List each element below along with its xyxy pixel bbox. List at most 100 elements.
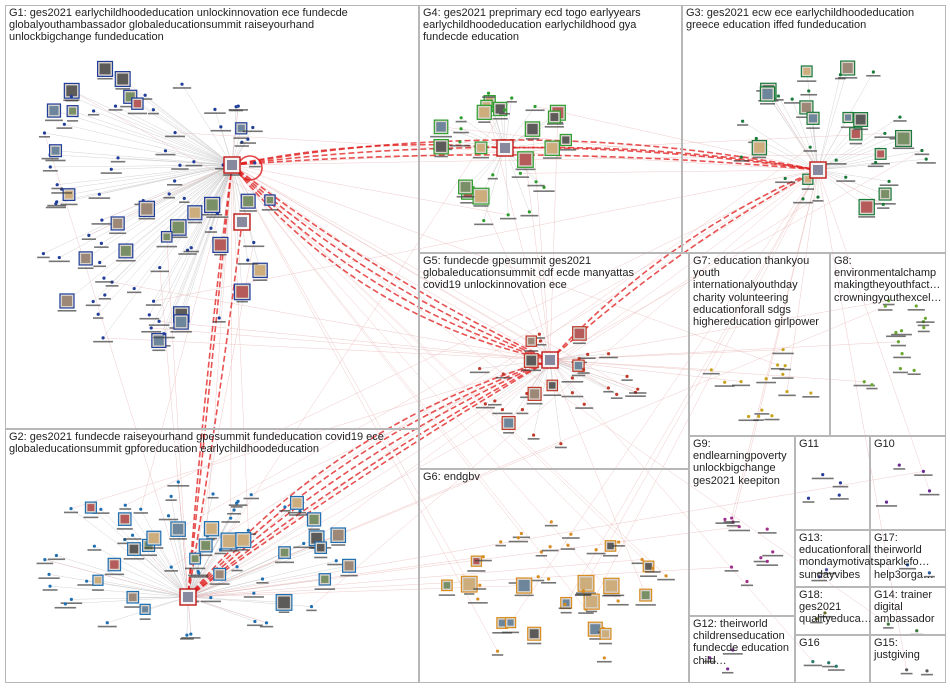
node-label-mark bbox=[525, 138, 540, 140]
node-label-mark bbox=[340, 574, 358, 577]
group-g7-label: G7: education thankyou youth internation… bbox=[693, 255, 819, 329]
node-dot bbox=[236, 499, 240, 503]
edge bbox=[778, 95, 819, 171]
edge bbox=[44, 559, 189, 598]
node-dot bbox=[896, 340, 901, 344]
node-label-mark bbox=[238, 549, 249, 551]
node-label-mark bbox=[488, 403, 502, 406]
edge bbox=[231, 164, 636, 393]
node-dot bbox=[132, 286, 136, 291]
node-avatar-image bbox=[311, 532, 322, 544]
node-dot bbox=[606, 386, 610, 390]
node-label-mark bbox=[54, 606, 77, 609]
node-label-mark bbox=[119, 508, 132, 510]
node-label-mark bbox=[596, 660, 612, 663]
node-dot bbox=[915, 629, 919, 633]
edge bbox=[143, 164, 233, 201]
node-dot bbox=[900, 352, 904, 356]
node-label-mark bbox=[762, 554, 784, 557]
node-label-mark bbox=[234, 145, 250, 147]
node-label-mark bbox=[456, 195, 475, 198]
node-label-mark bbox=[811, 579, 828, 582]
node-label-mark bbox=[239, 210, 257, 212]
edge bbox=[71, 90, 551, 361]
node-label-mark bbox=[737, 124, 749, 126]
edge bbox=[175, 164, 233, 325]
node-label-mark bbox=[453, 131, 469, 134]
node-dot bbox=[246, 528, 250, 532]
edge bbox=[565, 169, 819, 604]
node-label-mark bbox=[153, 336, 175, 339]
node-label-mark bbox=[561, 380, 584, 383]
node-label-mark bbox=[100, 172, 122, 174]
group-g18: G18: ges2021 qualityeduca… bbox=[795, 587, 872, 635]
node-avatar-image bbox=[266, 196, 274, 204]
node-avatar-image bbox=[574, 328, 585, 339]
node-label-mark bbox=[499, 113, 510, 115]
node-label-mark bbox=[204, 112, 226, 114]
node-dot bbox=[189, 246, 193, 250]
node-label-mark bbox=[779, 368, 791, 371]
edge-strong bbox=[231, 164, 551, 361]
edge bbox=[231, 164, 609, 389]
node-label-mark bbox=[527, 184, 545, 187]
node-label-mark bbox=[85, 304, 101, 307]
group-g15: G15: justgiving bbox=[870, 635, 946, 683]
node-avatar-image bbox=[528, 338, 535, 345]
node-dot bbox=[602, 656, 606, 660]
node-dot bbox=[899, 329, 904, 333]
node-dot bbox=[817, 575, 821, 579]
node-dot bbox=[476, 597, 480, 601]
node-dot bbox=[215, 211, 220, 215]
node-label-mark bbox=[47, 204, 67, 207]
node-dot bbox=[636, 387, 640, 391]
node-dot bbox=[63, 602, 67, 606]
node-avatar-image bbox=[495, 104, 505, 114]
node-label-mark bbox=[478, 121, 491, 123]
node-label-mark bbox=[721, 671, 734, 674]
edge bbox=[187, 97, 512, 598]
node-dot bbox=[151, 299, 156, 303]
node-dot bbox=[625, 374, 629, 378]
node-dot bbox=[809, 391, 813, 395]
node-dot bbox=[785, 389, 789, 394]
edge bbox=[494, 359, 551, 402]
edge bbox=[504, 147, 509, 215]
edge bbox=[50, 585, 189, 598]
node-avatar-image bbox=[550, 113, 559, 121]
node-dot bbox=[884, 500, 889, 504]
node-label-mark bbox=[723, 521, 740, 523]
node-dot bbox=[116, 156, 120, 160]
node-dot bbox=[501, 372, 505, 376]
edge bbox=[549, 359, 609, 389]
node-dot bbox=[143, 93, 147, 97]
node-avatar-image bbox=[153, 335, 164, 346]
node-label-mark bbox=[871, 162, 890, 165]
node-dot bbox=[130, 533, 135, 537]
edge bbox=[817, 138, 904, 171]
group-g14: G14: trainer digital ambassador bbox=[870, 587, 946, 635]
edge bbox=[118, 157, 233, 166]
node-dot bbox=[730, 516, 734, 520]
node-label-mark bbox=[236, 300, 248, 303]
node-avatar-image bbox=[443, 582, 451, 589]
edge bbox=[153, 109, 233, 166]
node-dot bbox=[838, 73, 842, 77]
node-label-mark bbox=[63, 99, 80, 102]
node-label-mark bbox=[703, 660, 717, 663]
node-avatar-image bbox=[243, 196, 254, 207]
node-label-mark bbox=[227, 512, 241, 515]
node-avatar-image bbox=[172, 221, 185, 234]
node-label-mark bbox=[907, 309, 925, 311]
group-g11: G11 bbox=[795, 436, 870, 530]
group-g2: G2: ges2021 fundecde raiseyourhand gpesu… bbox=[5, 429, 419, 683]
node-label-mark bbox=[214, 552, 227, 555]
node-dot bbox=[862, 380, 866, 384]
node-label-mark bbox=[532, 579, 545, 582]
node-avatar-image bbox=[309, 514, 319, 525]
node-dot bbox=[570, 376, 574, 380]
node-label-mark bbox=[756, 381, 777, 384]
edge bbox=[174, 132, 233, 166]
node-label-mark bbox=[51, 192, 72, 194]
